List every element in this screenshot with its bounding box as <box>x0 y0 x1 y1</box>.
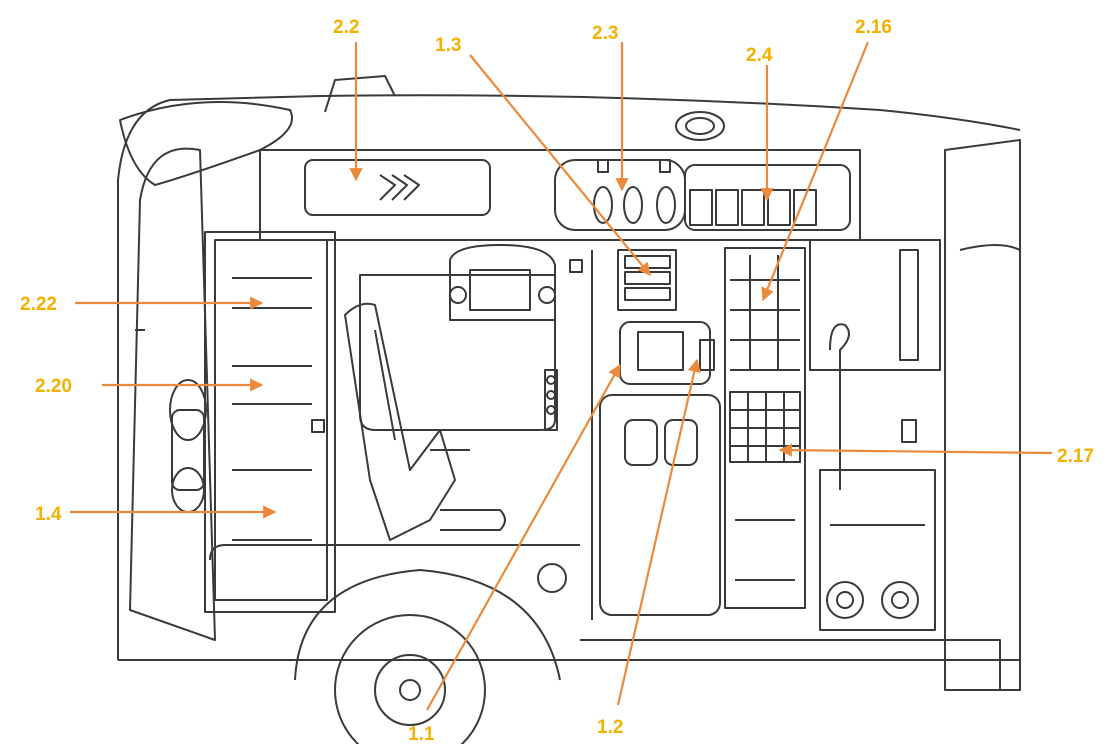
drawer-rack <box>724 247 806 609</box>
oxygen-bottle <box>169 379 207 513</box>
callout-2-16: 2.16 <box>855 17 892 38</box>
callout-2-22: 2.22 <box>20 294 57 315</box>
callout-labels: 2.2 1.3 2.3 2.4 2.16 2.22 2.20 1.4 2.17 … <box>20 17 1094 744</box>
callout-2-17: 2.17 <box>1057 446 1094 467</box>
leader-2-17 <box>778 443 1053 457</box>
left-shelving <box>204 231 336 613</box>
leader-1-1 <box>426 363 621 711</box>
monitor-device <box>619 321 715 385</box>
callout-1-3: 1.3 <box>435 35 461 56</box>
leader-1-3 <box>469 54 651 277</box>
callout-2-4: 2.4 <box>746 45 773 66</box>
overhead-lights <box>554 159 686 231</box>
callout-2-2: 2.2 <box>333 17 359 38</box>
iv-pole <box>829 323 850 490</box>
roof-outline <box>117 94 1021 660</box>
wheel-arch <box>294 569 561 681</box>
callout-1-2: 1.2 <box>597 717 623 738</box>
roof-vent <box>675 111 725 141</box>
callout-1-1: 1.1 <box>408 724 435 744</box>
right-cabinet <box>809 239 941 371</box>
ventilator-device <box>449 244 556 321</box>
roof-spoiler <box>119 101 293 186</box>
callout-1-4: 1.4 <box>35 504 62 525</box>
roof-light <box>324 75 396 113</box>
overhead-cabinet <box>304 159 491 216</box>
leader-1-2 <box>616 358 701 706</box>
breaker-panel <box>617 249 677 311</box>
callout-2-20: 2.20 <box>35 376 72 397</box>
callout-2-3: 2.3 <box>592 23 618 44</box>
rear-wheel <box>334 614 486 744</box>
leader-2-16 <box>761 41 870 302</box>
leader-lines <box>70 41 1053 711</box>
vehicle-drawing <box>117 75 1021 744</box>
attendant-seat <box>599 394 721 616</box>
stretcher-chair <box>344 302 456 541</box>
side-door <box>944 139 1021 691</box>
rear-door <box>129 147 216 641</box>
